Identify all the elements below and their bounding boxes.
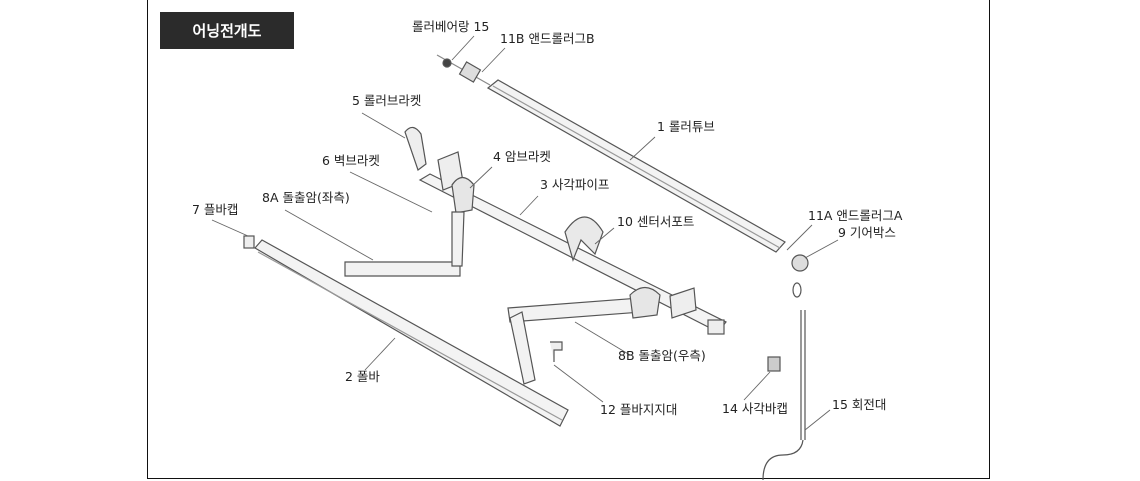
arm-left (344, 211, 465, 277)
end-plug-b (458, 61, 482, 83)
arm-bracket (451, 176, 475, 214)
label-square-bar-cap: 14 사각바캡 (722, 401, 788, 416)
square-bar-cap (767, 356, 781, 372)
label-bar-cap: 7 플바캡 (192, 202, 239, 217)
label-roller-bracket: 5 롤러브라켓 (352, 93, 422, 108)
label-square-pipe: 3 사각파이프 (540, 177, 610, 192)
gearbox (791, 254, 809, 298)
label-front-bar: 2 폴바 (345, 369, 380, 384)
label-crank: 15 회전대 (832, 397, 887, 412)
label-bar-support: 12 플바지지대 (600, 402, 678, 417)
label-roller-tube: 1 롤러튜브 (657, 119, 715, 134)
leader-lines (211, 35, 839, 431)
arm-right (507, 286, 697, 385)
label-roller-bearing: 롤러베어랑 15 (412, 19, 490, 34)
label-arm-bracket: 4 암브라켓 (493, 149, 551, 164)
crank (762, 310, 806, 481)
label-end-plug-a: 11A 앤드롤러그A (808, 208, 903, 223)
label-arm-right: 8B 돌출암(우측) (618, 348, 706, 363)
roller-bracket (404, 126, 427, 171)
label-center-support: 10 센터서포트 (617, 214, 695, 229)
diagram-frame (147, 0, 990, 479)
label-gearbox: 9 기어박스 (838, 225, 896, 240)
label-wall-bracket: 6 벽브라켓 (322, 153, 380, 168)
center-support (564, 216, 604, 262)
page-title: 어닝전개도 (160, 12, 294, 49)
front-bar (243, 235, 569, 427)
roller-tube (486, 79, 786, 253)
label-arm-left: 8A 돌출암(좌측) (262, 190, 350, 205)
bar-support (550, 341, 563, 362)
label-end-plug-b: 11B 앤드롤러그B (500, 31, 595, 46)
